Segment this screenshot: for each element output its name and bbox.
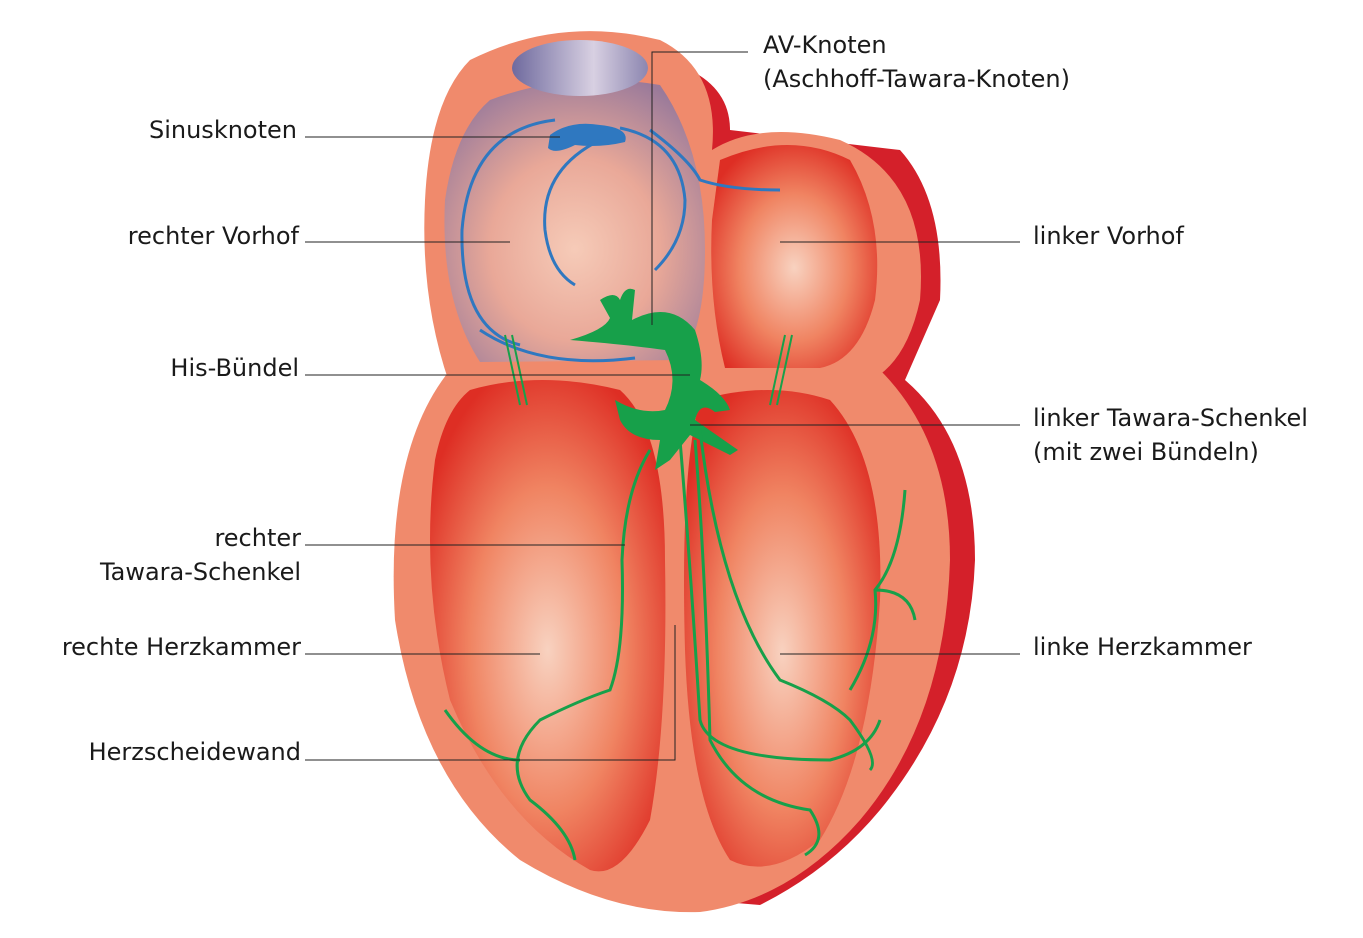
label-av-node: AV-Knoten (Aschhoff-Tawara-Knoten) — [763, 28, 1070, 96]
label-right-bundle-line1: rechter — [214, 524, 301, 552]
label-left-atrium: linker Vorhof — [1033, 222, 1184, 250]
label-av-node-line1: AV-Knoten — [763, 31, 887, 59]
label-his-bundle: His-Bündel — [170, 354, 299, 382]
label-right-bundle-branch: rechter Tawara-Schenkel — [100, 521, 301, 589]
right-ventricle — [430, 380, 666, 872]
label-left-bundle-line2: (mit zwei Bündeln) — [1033, 438, 1259, 466]
label-av-node-line2: (Aschhoff-Tawara-Knoten) — [763, 65, 1070, 93]
label-right-bundle-line2: Tawara-Schenkel — [99, 558, 301, 586]
label-septum: Herzscheidewand — [88, 738, 301, 766]
label-right-atrium: rechter Vorhof — [127, 222, 299, 250]
label-left-ventricle: linke Herzkammer — [1033, 633, 1252, 661]
right-atrium — [444, 80, 705, 362]
left-atrium — [711, 145, 878, 368]
excitation-arrows — [460, 118, 781, 363]
label-left-bundle-line1: linker Tawara-Schenkel — [1033, 404, 1308, 432]
label-left-bundle-branch: linker Tawara-Schenkel (mit zwei Bündeln… — [1033, 401, 1308, 469]
leader-lines — [305, 51, 1020, 761]
label-sinus-node: Sinusknoten — [148, 116, 297, 144]
sinus-node — [548, 123, 626, 151]
label-right-ventricle: rechte Herzkammer — [61, 633, 301, 661]
vena-cava-opening — [512, 40, 648, 96]
